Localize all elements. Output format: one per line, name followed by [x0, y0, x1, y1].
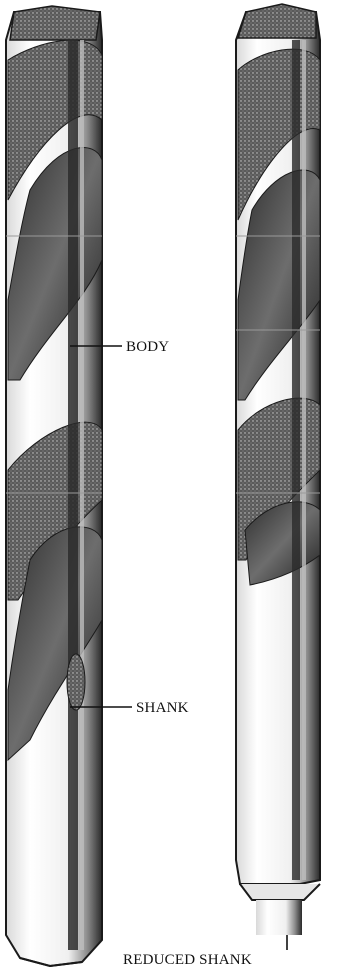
jobber-flute-runout [67, 654, 85, 710]
jobber-margin-strip [68, 40, 78, 950]
reduced-shank-drill [236, 4, 320, 935]
reduced-drill-shoulder [240, 884, 320, 900]
body-label: BODY [126, 339, 169, 355]
reduced-shank-shaft [256, 900, 302, 935]
jobber-drill-tip [10, 6, 100, 40]
reduced-drill-tip [238, 4, 316, 38]
shank-label: SHANK [136, 700, 189, 716]
jobber-drill [6, 6, 102, 966]
reduced-shank-label: REDUCED SHANK [123, 952, 252, 968]
